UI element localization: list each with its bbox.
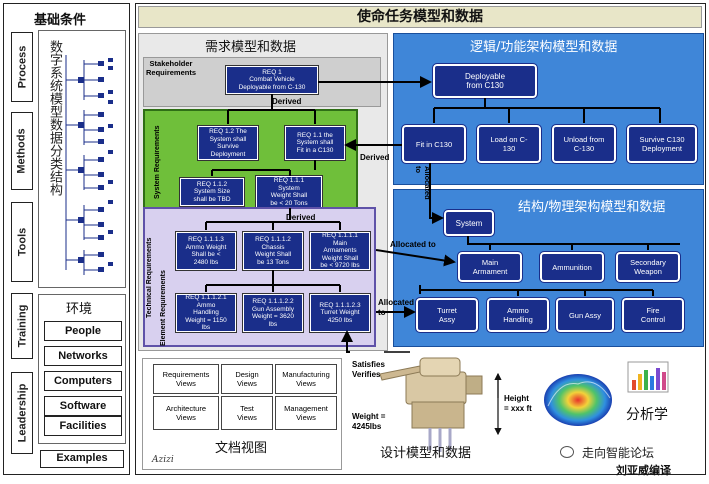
author-signature: Azizi: [152, 455, 174, 465]
document-views-title: 文档视图: [215, 441, 268, 456]
tab-methods[interactable]: Methods: [11, 112, 33, 190]
requirements-title: 需求模型和数据: [205, 40, 297, 55]
analysis-title: 分析学: [626, 407, 668, 423]
watermark-text: 走向智能论坛: [582, 446, 655, 460]
logical-fit-c130: Fit in C130: [401, 124, 467, 164]
examples-button[interactable]: Examples: [40, 450, 124, 468]
physical-system: System: [443, 209, 495, 237]
tab-process[interactable]: Process: [11, 32, 33, 102]
logical-title: 逻辑/功能架构模型和数据: [470, 40, 618, 55]
tab-leadership[interactable]: Leadership: [11, 372, 33, 454]
physical-secondary-weapon: Secondary Weapon: [615, 251, 681, 283]
system-requirements-panel: [143, 109, 358, 213]
system-requirements-label: System Requirements: [154, 125, 161, 199]
architecture-views[interactable]: Architecture Views: [153, 396, 219, 430]
taxonomy-label: 数字系统模型数据分类结构: [47, 40, 62, 196]
req-1-1-1-2: REQ 1.1.1.2 Chassis Weight Shall be 13 T…: [242, 231, 304, 271]
author-credit: 刘亚威编译: [616, 464, 671, 477]
mission-banner: 使命任务模型和数据: [138, 6, 702, 28]
logical-load-c130: Load on C- 130: [476, 124, 542, 164]
physical-ammo-handling: Ammo Handling: [486, 297, 550, 333]
derived-label-1: Derived: [272, 97, 302, 106]
taxonomy-box: [38, 30, 126, 288]
req-1-2: REQ 1.2 The System shall Survive Deploym…: [197, 125, 259, 161]
technical-requirements-label: Technical Requirements: [146, 237, 153, 319]
test-views[interactable]: Test Views: [221, 396, 273, 430]
stakeholder-label: Stakeholder Requirements: [146, 59, 197, 77]
environment-title: 环境: [66, 302, 93, 317]
physical-gun-assy: Gun Assy: [555, 297, 615, 333]
req-1-1-1-2-2: REQ 1.1.1.2.2 Gun Assembly Weight = 3620…: [242, 293, 304, 333]
req-1-1: REQ 1.1 the System shall Fit in a C130: [284, 125, 346, 161]
physical-ammunition: Ammunition: [539, 251, 605, 283]
logical-survive-c130: Survive C130 Deployment: [626, 124, 698, 164]
allocated-to-label-2: Allocated to: [378, 298, 415, 317]
physical-main-armament: Main Armament: [457, 251, 523, 283]
foundation-panel: [3, 3, 130, 475]
env-software[interactable]: Software: [44, 396, 122, 416]
logical-allocated-label: Allocated to: [414, 166, 432, 200]
main-frame: [135, 3, 706, 475]
tab-tools[interactable]: Tools: [11, 202, 33, 282]
req-1-1-1: REQ 1.1.1 System Weight Shall be < 20 To…: [255, 175, 323, 209]
foundation-header: 基础条件: [34, 13, 87, 28]
req-1-1-1-1: REQ 1.1.1.1 Main Armaments Weight Shall …: [309, 231, 371, 271]
req-1-1-2: REQ 1.1.2 System Size shall be TBD: [179, 177, 245, 207]
derived-label-2: Derived: [286, 213, 316, 222]
req-1-1-1-3: REQ 1.1.1.3 Ammo Weight Shall be < 2480 …: [175, 231, 237, 271]
env-facilities[interactable]: Facilities: [44, 416, 122, 436]
element-requirements-label: Element Requirements: [160, 270, 167, 346]
requirements-views[interactable]: Requirements Views: [153, 364, 219, 394]
logical-unload-c130: Unload from C-130: [551, 124, 617, 164]
logical-top-node: Deployable from C130: [432, 63, 538, 99]
env-computers[interactable]: Computers: [44, 371, 122, 391]
weight-label: Weight = 4245lbs: [352, 412, 386, 431]
req-1-1-1-2-1: REQ 1.1.1.2.1 Ammo Handling Weight = 115…: [175, 293, 237, 333]
watermark-chat-icon: [560, 446, 574, 458]
physical-turret-assy: Turret Assy: [415, 297, 479, 333]
allocated-to-label-1: Allocated to: [390, 240, 436, 249]
env-people[interactable]: People: [44, 321, 122, 341]
height-label: Height = xxx ft: [504, 394, 532, 413]
manufacturing-views[interactable]: Manufacturing Views: [275, 364, 337, 394]
tab-training[interactable]: Training: [11, 293, 33, 359]
physical-fire-control: Fire Control: [621, 297, 685, 333]
design-views[interactable]: Design Views: [221, 364, 273, 394]
req-1: REQ 1 Combat Vehicle Deployable from C-1…: [225, 65, 319, 95]
management-views[interactable]: Management Views: [275, 396, 337, 430]
req-1-1-1-2-3: REQ 1.1.1.2.3 Turret Weight 4250 lbs: [309, 293, 371, 333]
logical-derived-label: Derived: [360, 153, 390, 162]
design-title: 设计模型和数据: [380, 446, 472, 461]
physical-title: 结构/物理架构模型和数据: [518, 200, 666, 215]
env-networks[interactable]: Networks: [44, 346, 122, 366]
satisfies-verifies: Satisfies Verifies: [352, 360, 385, 379]
